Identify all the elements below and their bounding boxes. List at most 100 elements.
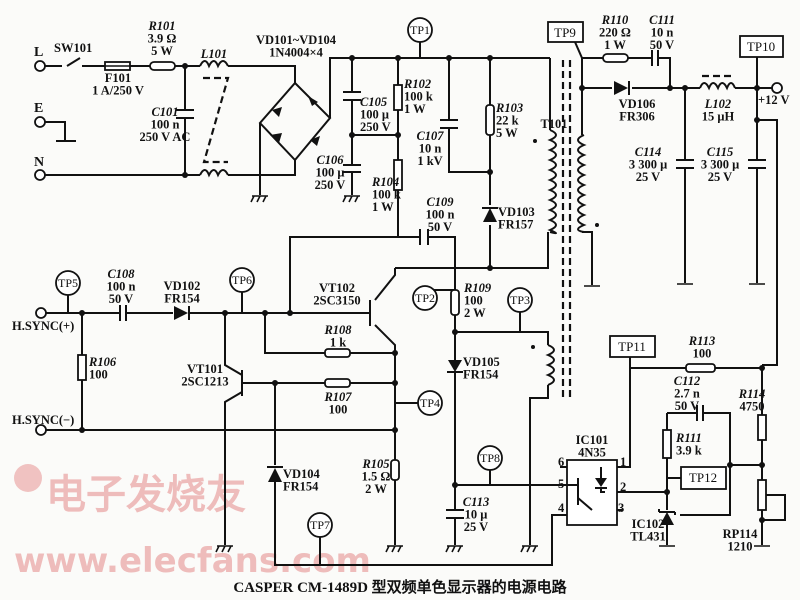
r106-label-line-2: 100: [89, 368, 108, 382]
c111-label-line-1: C111: [649, 13, 675, 27]
c112-label-line-3: 50 V: [675, 399, 699, 413]
r104-label-line-2: 100 k: [372, 188, 401, 202]
tp2[interactable]: TP2: [412, 285, 438, 311]
ic101-label-line-1: IC101: [576, 433, 609, 447]
r107-label-line-2: 100: [329, 403, 348, 417]
vt101-label-line-1: VT101: [187, 362, 223, 376]
tp9[interactable]: TP9: [547, 21, 584, 59]
label-l: L: [34, 45, 43, 60]
tp8[interactable]: TP8: [477, 445, 503, 471]
terminal-hsync-neg[interactable]: [35, 424, 47, 436]
vd105-label-line-2: FR154: [463, 368, 499, 382]
c108-label-line-1: C108: [107, 267, 135, 281]
r105-label-line-2: 1.5 Ω: [362, 470, 391, 484]
tp6[interactable]: TP6: [229, 267, 255, 293]
c115-label-line-3: 25 V: [708, 170, 732, 184]
pin-1: 1: [620, 455, 626, 469]
vd104-label-line-2: FR154: [283, 480, 319, 494]
tp1[interactable]: TP1: [407, 17, 433, 58]
c111-label-line-3: 50 V: [650, 38, 674, 52]
tp12[interactable]: TP12: [680, 466, 727, 490]
transformer-aux: [545, 344, 555, 386]
c112-label-line-1: C112: [674, 374, 700, 388]
r104-label-line-3: 1 W: [372, 200, 394, 214]
inductor-l101: [199, 60, 229, 178]
c106-label-line-1: C106: [316, 153, 344, 167]
tp8-label: TP8: [480, 451, 500, 465]
tp4[interactable]: TP4: [417, 390, 443, 416]
bridge-rectifier: [258, 81, 332, 162]
tp10-label: TP10: [747, 39, 775, 54]
terminal-hsync-pos[interactable]: [35, 307, 47, 319]
terminal-n[interactable]: [34, 169, 46, 181]
tp1-label: TP1: [410, 23, 430, 37]
c114-label-line-2: 3 300 μ: [629, 158, 667, 172]
r108-label-line-2: 1 k: [330, 336, 346, 350]
vt101-label-line-2: 2SC1213: [181, 375, 228, 389]
test-points: TP1 TP2 TP3 TP4 TP5 TP6 TP7 TP8 TP9 TP10…: [55, 17, 784, 538]
vd103-label-line-2: FR157: [498, 218, 533, 232]
c108-label-line-3: 50 V: [109, 292, 133, 306]
pin-6: 6: [558, 455, 564, 469]
r103-label-line-3: 5 W: [496, 126, 518, 140]
tp3[interactable]: TP3: [507, 287, 533, 313]
wires: [45, 57, 786, 566]
transformer-secondary: [577, 134, 587, 233]
rp114-label-line-2: 1210: [728, 540, 753, 554]
label-n: N: [34, 155, 44, 170]
watermark-cn: 电子发烧友: [46, 472, 246, 518]
r113-label-line-1: R113: [688, 334, 715, 348]
resistor-r101: [149, 61, 176, 71]
r114-label-line-1: R114: [738, 387, 765, 401]
label-e: E: [34, 101, 43, 116]
watermark-logo-icon: [14, 464, 42, 492]
tp5-label: TP5: [58, 276, 78, 290]
vt102-label-line-2: 2SC3150: [313, 294, 360, 308]
optocoupler-ic101: [566, 459, 618, 526]
r110-label-line-1: R110: [601, 13, 629, 27]
tp2-label: TP2: [415, 291, 435, 305]
vd103-label-line-1: VD103: [498, 205, 535, 219]
tp10[interactable]: TP10: [739, 35, 784, 58]
tp11-label: TP11: [618, 339, 646, 354]
c107-label-line-2: 10 n: [419, 142, 442, 156]
terminal-l[interactable]: [34, 60, 46, 72]
pin-2: 2: [620, 480, 626, 494]
c115-label-line-1: C115: [707, 145, 733, 159]
c106-label-line-2: 100 μ: [316, 166, 345, 180]
r107-label-line-1: R107: [323, 390, 352, 404]
r111-label-line-1: R111: [675, 431, 702, 445]
f101-label-line-1: F101: [105, 71, 131, 85]
label-hsync-pos: H.SYNC(+): [12, 319, 74, 333]
vd101-label-line-2: 1N4004×4: [269, 46, 323, 60]
r102-label-line-2: 100 k: [404, 90, 433, 104]
ic101-label-line-2: 4N35: [578, 446, 606, 460]
pin-3: 3: [618, 501, 624, 515]
c101-label-line-1: C101: [151, 105, 178, 119]
tp7[interactable]: TP7: [307, 512, 333, 538]
tp5[interactable]: TP5: [55, 270, 81, 296]
terminal-e[interactable]: [34, 116, 46, 128]
c113-label-line-2: 10 μ: [465, 508, 488, 522]
transformer-core: [561, 60, 572, 400]
vd105-label-line-1: VD105: [463, 355, 500, 369]
c105-label-line-3: 250 V: [360, 120, 391, 134]
label-hsync-neg: H.SYNC(−): [12, 413, 74, 427]
f101-label-line-2: 1 A/250 V: [92, 84, 144, 98]
sw101-label-line-1: SW101: [54, 41, 92, 55]
c109-label-line-3: 50 V: [428, 220, 452, 234]
c105-label-line-1: C105: [360, 95, 387, 109]
r101-label-line-2: 3.9 Ω: [148, 32, 177, 46]
r109-label-line-1: R109: [463, 281, 492, 295]
tp11[interactable]: TP11: [609, 335, 656, 358]
r109-label-line-3: 2 W: [464, 306, 486, 320]
r105-label-line-1: R105: [361, 457, 389, 471]
c105-label-line-2: 100 μ: [360, 108, 389, 122]
terminal-12v[interactable]: [771, 82, 783, 94]
r102-label-line-3: 1 W: [404, 102, 426, 116]
tp4-label: TP4: [420, 396, 440, 410]
c113-label-line-1: C113: [463, 495, 489, 509]
